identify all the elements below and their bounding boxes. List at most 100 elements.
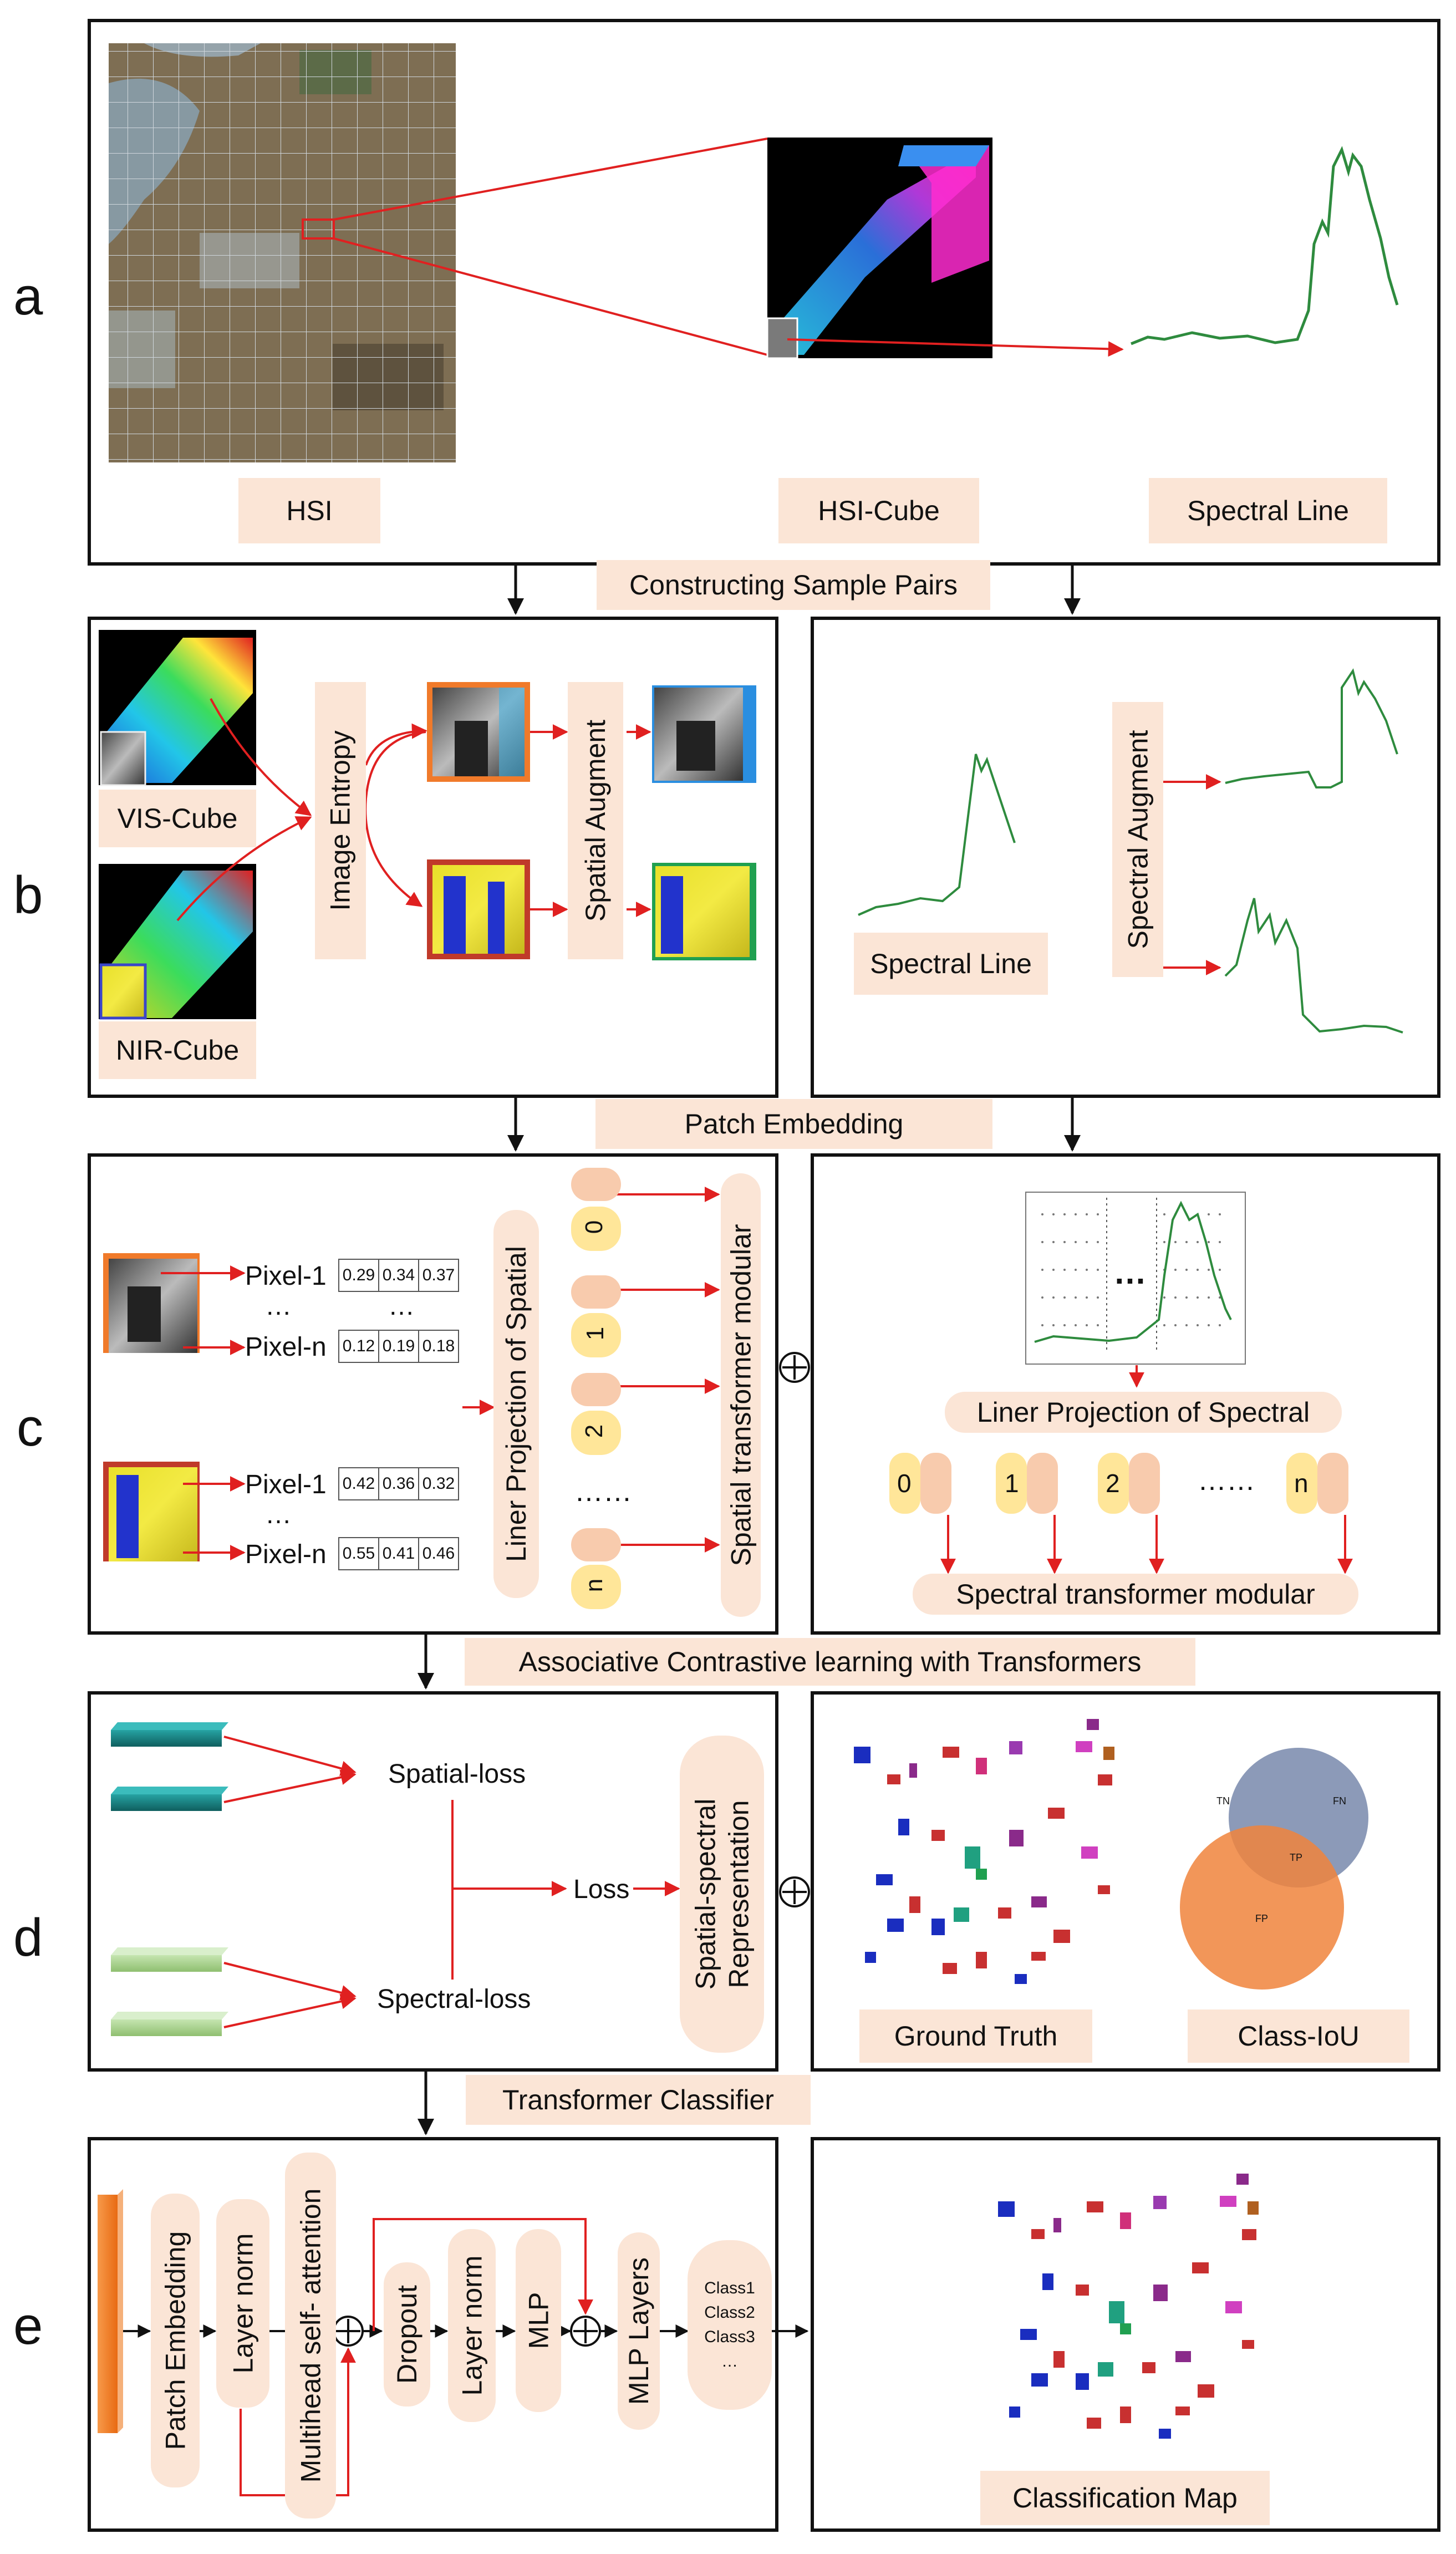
label-associative-contrastive-learning: Associative Contrastive learning with Tr…	[465, 1638, 1195, 1686]
label-layer-norm-2: Layer norm	[448, 2229, 496, 2422]
label-image-entropy: Image Entropy	[315, 682, 366, 959]
classification-map	[998, 2174, 1259, 2439]
value-cell: 0.46	[418, 1537, 459, 1570]
value-cell: 0.37	[418, 1259, 459, 1292]
label-mlp: MLP	[516, 2229, 561, 2412]
spectral-line-b	[858, 754, 1016, 916]
spatial-token-label-2: 2	[581, 1424, 608, 1438]
panel-d-left-frame	[88, 1691, 778, 2072]
venn-tp-label: TP	[1290, 1852, 1303, 1863]
spatial-augment-text: Spatial Augment	[580, 719, 612, 922]
label-liner-projection-spectral: Liner Projection of Spectral	[945, 1392, 1342, 1433]
value-cell: 0.41	[378, 1537, 419, 1570]
spectral-feature-bar-2	[111, 2012, 228, 2036]
spatial-feature-bar-2	[111, 1787, 228, 1811]
layer-norm-1-text: Layer norm	[227, 2233, 259, 2374]
spectral-token-label-2: 2	[1106, 1469, 1120, 1498]
spectral-line-augmented-2	[1224, 898, 1403, 1034]
chart-ellipsis: …	[1113, 1254, 1147, 1291]
value-cell: 0.18	[418, 1330, 459, 1363]
spatial-token-label-n: n	[581, 1578, 608, 1593]
panel-letter-c: c	[17, 1398, 43, 1457]
class-label-more: …	[721, 2352, 738, 2370]
vis-pixel-n-values: 0.12 0.19 0.18	[338, 1330, 459, 1363]
dropout-text: Dropout	[391, 2285, 423, 2384]
venn-tn-label: TN	[1216, 1795, 1230, 1807]
label-liner-projection-spatial: Liner Projection of Spatial	[493, 1210, 539, 1598]
vis-patch-small	[103, 1253, 200, 1353]
spectral-token-label-0: 0	[897, 1469, 912, 1498]
label-vis-cube: VIS-Cube	[99, 790, 256, 847]
label-nir-cube: NIR-Cube	[99, 1021, 256, 1079]
label-hsi: HSI	[238, 478, 380, 543]
class-label-1: Class1	[704, 2279, 755, 2297]
spectral-token-1	[996, 1453, 1058, 1514]
label-dropout: Dropout	[384, 2262, 430, 2407]
spatial-token-n	[571, 1528, 621, 1609]
vis-pixel-1-label: Pixel-1	[245, 1261, 327, 1291]
panel-letter-b: b	[13, 866, 43, 925]
liner-projection-spatial-text: Liner Projection of Spatial	[501, 1246, 532, 1562]
label-hsi-cube: HSI-Cube	[778, 478, 979, 543]
label-classification-map: Classification Map	[980, 2471, 1270, 2525]
spectral-token-n	[1286, 1453, 1348, 1514]
nir-patch-image	[427, 859, 530, 959]
label-spectral-line-a: Spectral Line	[1149, 478, 1387, 543]
nir-cube-image	[99, 864, 256, 1020]
representation-line-2: Representation	[723, 1800, 755, 1988]
spectral-feature-bar-1	[111, 1947, 228, 1972]
spatial-token-0	[571, 1168, 621, 1251]
spatial-token-label-0: 0	[581, 1220, 608, 1234]
spectral-line-augmented-1	[1225, 668, 1398, 788]
spatial-transformer-text: Spatial transformer modular	[725, 1224, 757, 1566]
vis-patch-image	[427, 682, 530, 782]
image-entropy-text: Image Entropy	[325, 730, 357, 911]
spatial-feature-bar-1	[111, 1722, 228, 1747]
class-label-3: Class3	[704, 2328, 755, 2346]
spatial-token-1	[571, 1275, 621, 1357]
value-cell: 0.12	[338, 1330, 379, 1363]
nir-ellipsis-left: …	[265, 1500, 292, 1529]
loss-label: Loss	[573, 1875, 630, 1904]
hsi-cube-image	[766, 138, 992, 359]
vis-augmented-patch	[652, 685, 756, 783]
label-mlp-layers: MLP Layers	[618, 2232, 660, 2430]
spatial-token-dots: ……	[574, 1476, 632, 1508]
nir-pixel-1-values: 0.42 0.36 0.32	[338, 1467, 459, 1500]
panel-e-left-frame	[88, 2137, 778, 2532]
label-class-iou: Class-IoU	[1188, 2009, 1409, 2063]
vis-ellipsis-right: …	[388, 1291, 415, 1321]
multihead-text: Multihead self- attention	[295, 2188, 327, 2483]
representation-line-1: Spatial-spectral	[690, 1798, 721, 1990]
nir-pixel-n-label: Pixel-n	[245, 1540, 327, 1569]
label-spatial-transformer-modular: Spatial transformer modular	[721, 1173, 761, 1617]
patch-embedding-text: Patch Embedding	[160, 2231, 191, 2450]
label-spectral-augment: Spectral Augment	[1112, 702, 1163, 977]
nir-pixel-1-label: Pixel-1	[245, 1470, 327, 1499]
vis-ellipsis-left: …	[265, 1291, 292, 1321]
vis-pixel-n-label: Pixel-n	[245, 1332, 327, 1362]
mlp-text: MLP	[523, 2292, 554, 2349]
vis-pixel-1-values: 0.29 0.34 0.37	[338, 1259, 459, 1292]
spectral-token-dots: ……	[1198, 1464, 1255, 1497]
nir-augmented-patch	[652, 863, 756, 960]
label-multihead-self-attention: Multihead self- attention	[285, 2153, 336, 2519]
spectral-augment-text: Spectral Augment	[1122, 730, 1153, 949]
panel-letter-e: e	[13, 2296, 43, 2355]
spectral-token-0	[889, 1453, 951, 1514]
value-cell: 0.42	[338, 1467, 379, 1500]
class-label-2: Class2	[704, 2303, 755, 2322]
value-cell: 0.36	[378, 1467, 419, 1500]
spectral-token-label-n: n	[1294, 1469, 1309, 1498]
class-iou-venn	[1180, 1748, 1368, 1990]
vis-cube-image	[99, 630, 256, 786]
spectral-loss-label: Spectral-loss	[377, 1985, 531, 2014]
label-spectral-line-b: Spectral Line	[854, 933, 1048, 995]
panel-letter-a: a	[13, 267, 43, 326]
value-cell: 0.34	[378, 1259, 419, 1292]
spectral-chart	[1025, 1192, 1246, 1365]
value-cell: 0.55	[338, 1537, 379, 1570]
label-ground-truth: Ground Truth	[859, 2009, 1092, 2063]
input-feature-bar	[98, 2189, 123, 2433]
